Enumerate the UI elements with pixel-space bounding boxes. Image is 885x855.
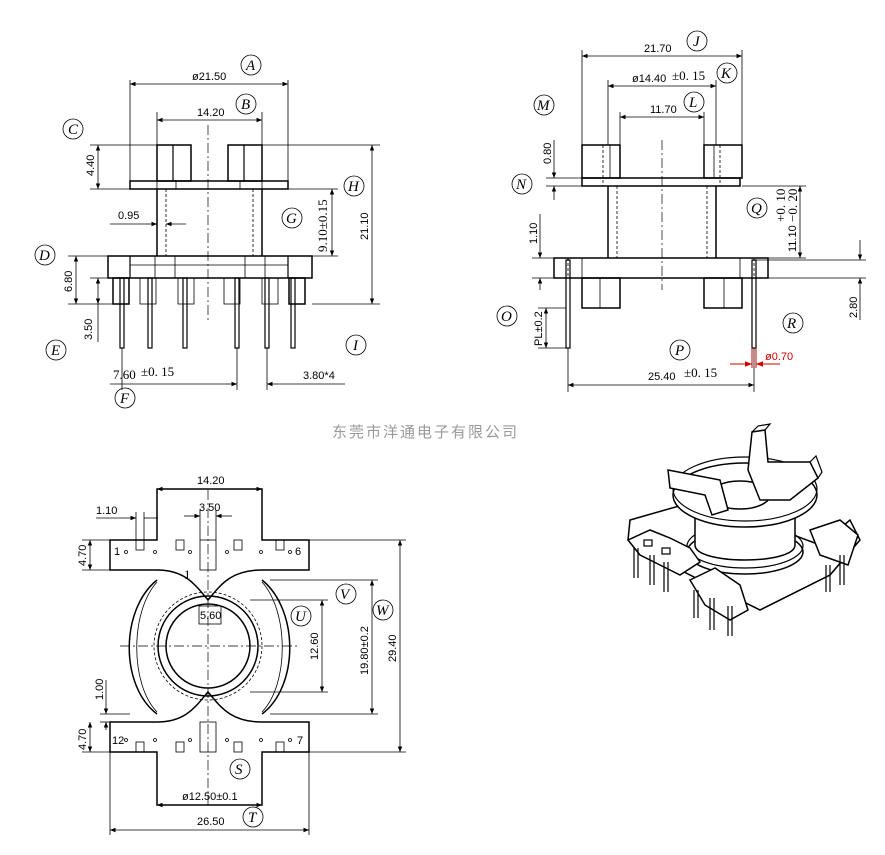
dim-center-slot: 3.50 xyxy=(199,502,220,514)
svg-text:M: M xyxy=(536,98,551,114)
dim-winding-height: 9.10±0.15 xyxy=(315,199,330,252)
svg-text:V: V xyxy=(340,587,351,603)
svg-text:J: J xyxy=(693,34,701,50)
svg-text:I: I xyxy=(352,338,359,354)
dim-slot-length: 5.60 xyxy=(200,610,221,622)
callout-r: R xyxy=(782,312,804,334)
callout-b: B xyxy=(235,93,257,115)
svg-text:H: H xyxy=(347,179,360,195)
dim-top-height: 4.40 xyxy=(85,155,97,176)
svg-text:R: R xyxy=(786,316,796,332)
watermark-text: 东莞市洋通电子有限公司 xyxy=(332,423,519,441)
callout-c: C xyxy=(62,118,84,140)
front-view: ø21.50 14.20 4.40 21.10 9.10±0.15 0.95 6… xyxy=(34,54,380,409)
dim-boss-width: 14.20 xyxy=(197,107,225,119)
callout-s: S xyxy=(229,758,251,780)
dim-pin-spacing: 3.80*4 xyxy=(303,370,335,382)
svg-text:L: L xyxy=(688,95,697,111)
svg-text:N: N xyxy=(515,177,527,193)
dim-flange-thickness: 0.80 xyxy=(542,143,554,164)
callout-j: J xyxy=(686,30,708,52)
dim-tol-plus: +0. 10 xyxy=(773,189,788,222)
dim-flange-width: 21.70 xyxy=(644,43,672,55)
dim-tab-depth-top: 4.70 xyxy=(77,545,89,566)
dim-plan-width: 14.20 xyxy=(197,475,225,487)
svg-text:G: G xyxy=(286,211,297,227)
svg-text:B: B xyxy=(241,97,250,113)
dim-wall-thickness: 0.95 xyxy=(118,210,139,222)
callout-a: A xyxy=(240,54,262,76)
dim-outer-diameter: ø21.50 xyxy=(192,71,226,83)
dim-pin-pitch: 7.60 xyxy=(113,367,136,382)
callout-m: M xyxy=(533,94,555,116)
pin-label-7: 7 xyxy=(297,735,303,747)
dim-base-thickness: 1.10 xyxy=(528,223,540,244)
svg-text:W: W xyxy=(376,603,390,619)
pin-label-1: 1 xyxy=(114,546,120,558)
dim-core-diameter-tol: ±0. 15 xyxy=(672,68,705,83)
callout-f: F xyxy=(114,387,136,409)
callout-h: H xyxy=(343,175,365,197)
dim-tab-depth-bottom: 4.70 xyxy=(77,729,89,750)
svg-text:E: E xyxy=(50,343,60,359)
svg-text:C: C xyxy=(68,122,79,138)
dim-pin-diameter: ø0.70 xyxy=(765,351,793,363)
dim-core-diameter: ø14.40 xyxy=(632,73,666,85)
pin-one-mark: 1 xyxy=(184,567,191,582)
dim-total-height: 21.10 xyxy=(359,212,371,240)
dim-gap: 1.00 xyxy=(94,679,106,700)
svg-text:A: A xyxy=(245,58,256,74)
svg-text:U: U xyxy=(295,609,307,625)
side-view: 21.70 ø14.40 ±0. 15 11.70 0.80 11.10 +0.… xyxy=(496,30,866,392)
dim-flange-diameter: 19.80±0.2 xyxy=(359,626,371,675)
callout-u: U xyxy=(290,605,312,627)
isometric-view xyxy=(626,423,861,636)
callout-n: N xyxy=(511,173,533,195)
dim-base-height: 6.80 xyxy=(63,271,75,292)
svg-text:D: D xyxy=(38,248,50,264)
callout-w: W xyxy=(372,599,394,621)
callout-t: T xyxy=(242,806,264,828)
dim-pin-row-spacing: 25.40 xyxy=(648,371,676,383)
dim-inner-width: 11.70 xyxy=(650,104,677,116)
callout-o: O xyxy=(496,305,518,327)
svg-text:S: S xyxy=(235,762,243,778)
svg-text:Q: Q xyxy=(751,201,762,217)
plan-view: 1 6 12 7 1 14.20 1.10 3.50 4.70 5.60 12.… xyxy=(77,475,406,835)
dim-lug-height: 3.50 xyxy=(83,319,95,340)
callout-g: G xyxy=(281,207,303,229)
callout-k: K xyxy=(716,62,738,84)
callout-q: Q xyxy=(746,197,768,219)
dim-bore-diameter: ø12.50±0.1 xyxy=(182,791,238,803)
dim-tol-minus: −0. 20 xyxy=(785,189,800,222)
svg-text:T: T xyxy=(248,810,258,826)
dim-core-height: 12.60 xyxy=(309,632,321,660)
dim-overall-width: 26.50 xyxy=(197,816,225,828)
pin-label-12: 12 xyxy=(112,735,124,747)
svg-text:P: P xyxy=(674,343,684,359)
dim-slot-width: 1.10 xyxy=(96,505,117,517)
callout-e: E xyxy=(45,339,67,361)
pin-label-6: 6 xyxy=(295,546,301,558)
callout-l: L xyxy=(683,91,705,113)
callout-p: P xyxy=(669,339,691,361)
dim-pin-length: PL±0.2 xyxy=(533,311,545,346)
dim-pin-row-spacing-tol: ±0. 15 xyxy=(684,365,717,380)
dim-pin-offset: 2.80 xyxy=(848,297,860,318)
callout-i: I xyxy=(345,334,367,356)
callout-d: D xyxy=(34,244,56,266)
dim-pin-pitch-tol: ±0. 15 xyxy=(141,364,174,379)
svg-text:O: O xyxy=(501,309,512,325)
dim-overall-length: 29.40 xyxy=(387,634,399,662)
dim-window-height: 11.10 xyxy=(787,225,799,252)
svg-text:F: F xyxy=(119,391,130,407)
svg-text:K: K xyxy=(720,66,732,82)
callout-v: V xyxy=(335,583,357,605)
